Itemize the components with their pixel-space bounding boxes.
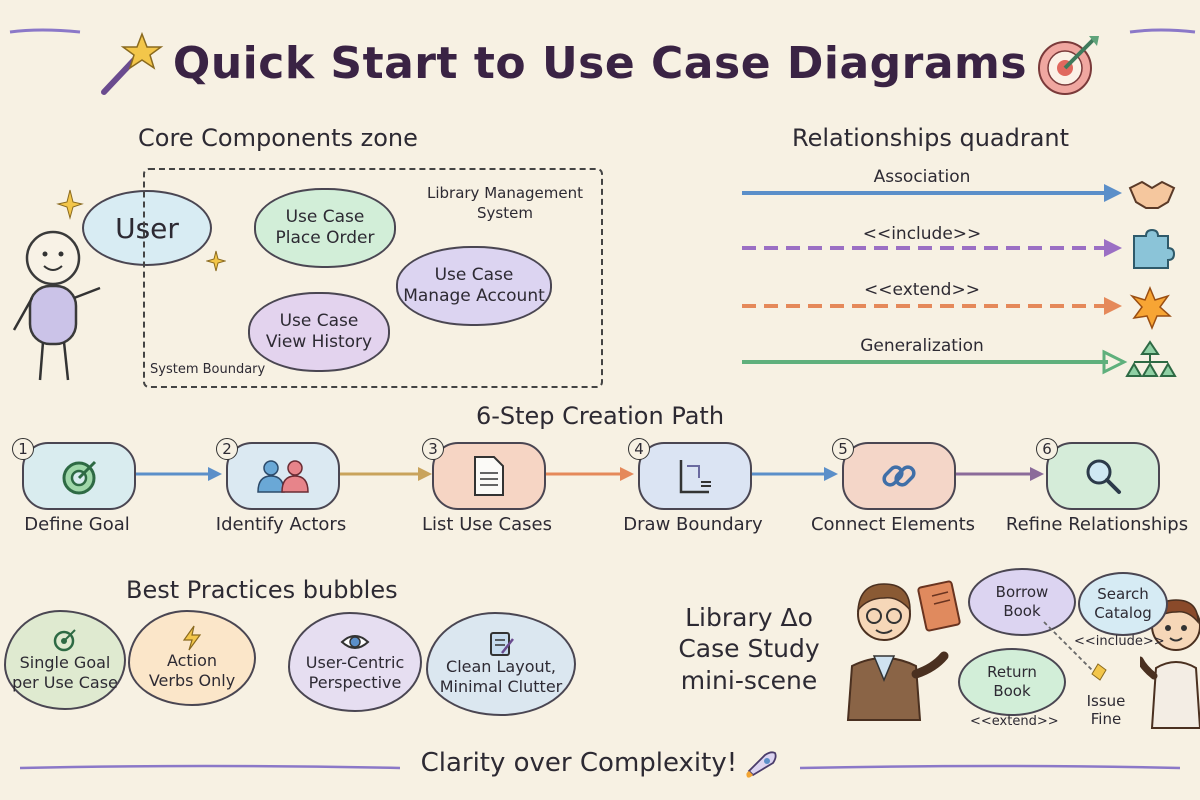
library-heading: Library Δo Case Study mini-scene [678, 603, 820, 695]
book-icon [917, 580, 961, 632]
step-draw-boundary [638, 442, 752, 510]
step-number: 5 [832, 438, 854, 460]
step-label: Connect Elements [810, 514, 976, 535]
step-label: Define Goal [24, 514, 130, 535]
relationship-label: <<include>> [862, 224, 982, 244]
core-heading: Core Components zone [138, 124, 418, 152]
step-number: 6 [1036, 438, 1058, 460]
step-label: Identify Actors [215, 514, 347, 535]
actor-label: User [115, 211, 179, 245]
document-icon [474, 456, 504, 496]
footer-tagline: Clarity over Complexity! [0, 748, 1200, 779]
step-number: 1 [12, 438, 34, 460]
generalization-arrowhead [1102, 349, 1128, 375]
target-icon [1038, 36, 1099, 95]
step-label: Refine Relationships [1005, 514, 1189, 535]
magic-wand-icon [101, 31, 164, 95]
path-heading: 6-Step Creation Path [475, 402, 725, 430]
step-list-use-cases [432, 442, 546, 510]
include-arrowhead [1104, 239, 1122, 257]
rocket-icon [746, 750, 777, 778]
step-label: List Use Cases [422, 514, 552, 535]
sparkle-icon [56, 189, 84, 220]
relationship-label: Generalization [860, 336, 984, 356]
lightning-icon [182, 625, 202, 651]
boundary-icon [679, 460, 711, 494]
best-heading: Best Practices bubbles [126, 576, 398, 604]
burst-icon [1129, 286, 1172, 330]
magnifier-icon [1086, 459, 1121, 494]
association-arrowhead [1104, 184, 1122, 202]
step-arrows [134, 467, 1044, 481]
hierarchy-icon [1125, 340, 1177, 377]
star-icon [1091, 663, 1107, 681]
teacher-figure [846, 583, 949, 721]
best-practice-bubble: Clean Layout, Minimal Clutter [426, 612, 576, 716]
actor-bubble: User [82, 190, 212, 266]
people-icon [257, 460, 309, 493]
extend-arrowhead [1104, 297, 1122, 315]
step-connect-elements [842, 442, 956, 510]
handshake-icon [1128, 180, 1176, 209]
step-identify-actors [226, 442, 340, 510]
link-icon [882, 465, 916, 487]
system-boundary [143, 168, 603, 388]
extend-label: <<extend>> [970, 714, 1059, 729]
step-number: 4 [628, 438, 650, 460]
step-refine-relationships [1046, 442, 1160, 510]
step-label: Draw Boundary [623, 514, 763, 535]
system-name: Library Management System [426, 184, 584, 222]
relationship-label: <<extend>> [864, 280, 980, 300]
sparkle-icon [206, 250, 226, 272]
include-label: <<include>> [1074, 634, 1165, 649]
best-practice-bubble: User-Centric Perspective [288, 612, 422, 712]
best-practice-bubble: Action Verbs Only [128, 610, 256, 706]
checklist-icon [490, 632, 514, 656]
extend-connector [1043, 621, 1107, 681]
target-icon [53, 629, 76, 652]
page-title: Quick Start to Use Case Diagrams [172, 38, 1028, 89]
step-number: 3 [422, 438, 444, 460]
step-number: 2 [216, 438, 238, 460]
target-icon [62, 460, 97, 495]
relationship-arrows [742, 180, 1177, 377]
eye-icon [340, 635, 370, 649]
step-define-goal [22, 442, 136, 510]
best-practice-bubble: Single Goal per Use Case [4, 610, 126, 710]
relationship-label: Association [873, 167, 971, 187]
boundary-label: System Boundary [150, 362, 266, 377]
stick-figure-actor [12, 230, 101, 381]
puzzle-icon [1133, 228, 1176, 269]
relationships-heading: Relationships quadrant [792, 124, 1070, 152]
